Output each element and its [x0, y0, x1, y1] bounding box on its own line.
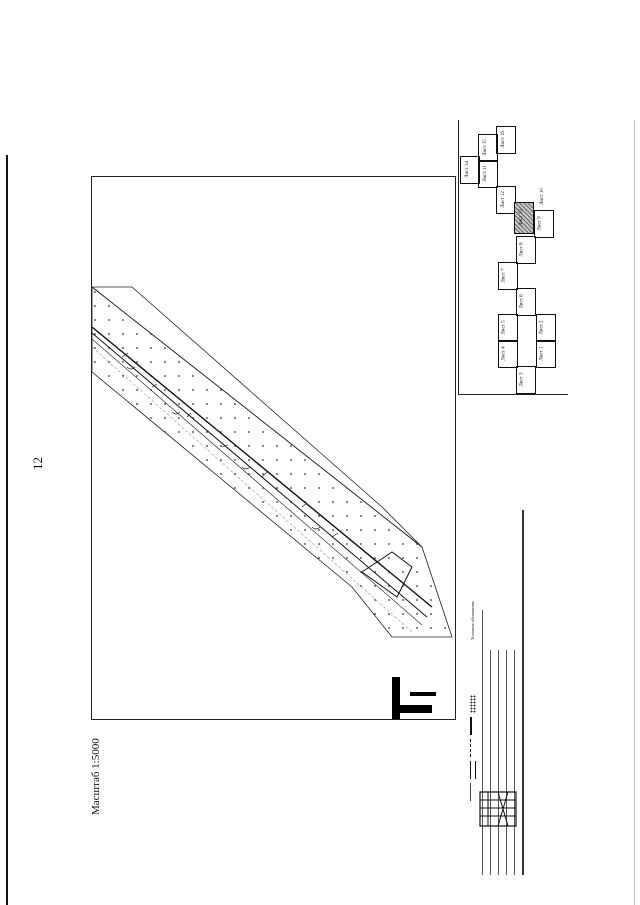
sheet-index-panel [458, 120, 568, 395]
index-sheet-label: Лист 14 [464, 161, 470, 178]
page-margin-line [6, 155, 8, 905]
index-sheet-1: Лист 1 [536, 340, 556, 368]
easement-edge-outer [92, 286, 423, 548]
index-sheet-label: Лист 3 [519, 372, 525, 387]
index-sheet-label: Лист 11 [482, 165, 488, 182]
page-number: 12 [30, 457, 45, 470]
legend-title: Условные обозначения [470, 601, 475, 640]
legend-line-3 [498, 650, 499, 875]
index-sheet-12: Лист 12 [496, 186, 516, 214]
legend-symbols [470, 695, 480, 875]
logo-mark [479, 791, 517, 827]
terrain-marks [121, 352, 339, 538]
index-sheet-5: Лист 5 [498, 314, 518, 342]
index-sheet-label: Лист 9 [537, 216, 543, 231]
legend-lines-block [482, 510, 532, 880]
index-sheet-label: Лист 6 [519, 294, 525, 309]
legend-line-6 [522, 510, 524, 875]
index-sheet-label: Лист 1 [539, 346, 545, 361]
legend-line-4 [506, 650, 507, 875]
scale-label: Масштаб 1:5000 [90, 738, 102, 815]
legend-line-1 [482, 610, 483, 875]
index-sheet-6: Лист 6 [516, 288, 536, 316]
legend-line-2 [490, 650, 491, 875]
legend-line-5 [514, 650, 515, 875]
legend-symbol-thin [470, 783, 471, 801]
index-sheet-2: Лист 2 [536, 314, 556, 342]
index-sheet-8: Лист 8 [516, 236, 536, 264]
index-sheet-13-current: Лист 13 [514, 202, 534, 234]
page-right-edge [634, 120, 635, 905]
index-sheet-9: Лист 9 [534, 210, 554, 238]
index-sheet-label: Лист 10 [539, 188, 545, 205]
index-sheet-label: Лист 7 [501, 268, 507, 283]
index-sheet-15: Лист 15 [478, 134, 498, 162]
legend-symbol-double [470, 761, 476, 779]
index-sheet-label: Лист 13 [518, 209, 524, 226]
index-sheet-14: Лист 14 [460, 156, 480, 184]
index-sheet-label: Лист 2 [539, 320, 545, 335]
legend-symbol-solid [470, 717, 472, 735]
index-sheet-7: Лист 7 [498, 262, 518, 290]
index-sheet-16: Лист 16 [496, 126, 516, 154]
route-line-1 [92, 326, 433, 608]
index-sheet-label: Лист 12 [500, 191, 506, 208]
route-line-2 [92, 332, 428, 618]
boundary-marker-vertical [392, 677, 400, 719]
index-sheet-label: Лист 15 [482, 139, 488, 156]
junction-area [361, 551, 413, 598]
route-line-4 [92, 346, 413, 633]
index-sheet-3: Лист 3 [516, 366, 536, 394]
route-line-3 [92, 338, 423, 626]
legend-symbol-dotted [470, 695, 476, 713]
boundary-marker-inner [410, 692, 436, 696]
index-sheet-11: Лист 11 [478, 160, 498, 188]
index-sheet-label: Лист 5 [501, 320, 507, 335]
index-sheet-label: Лист 4 [501, 346, 507, 361]
index-sheet-label: Лист 8 [519, 242, 525, 257]
index-sheet-4: Лист 4 [498, 340, 518, 368]
company-logo [478, 790, 518, 828]
corridor-map [92, 286, 453, 719]
map-frame [91, 176, 456, 720]
easement-zone [92, 286, 453, 638]
index-sheet-label: Лист 16 [500, 131, 506, 148]
boundary-marker-horizontal [392, 705, 432, 713]
sheet-index-grid: Лист 1 Лист 2 Лист 3 Лист 4 Лист 5 Лист … [458, 120, 568, 395]
legend-symbol-dashed [470, 739, 472, 757]
